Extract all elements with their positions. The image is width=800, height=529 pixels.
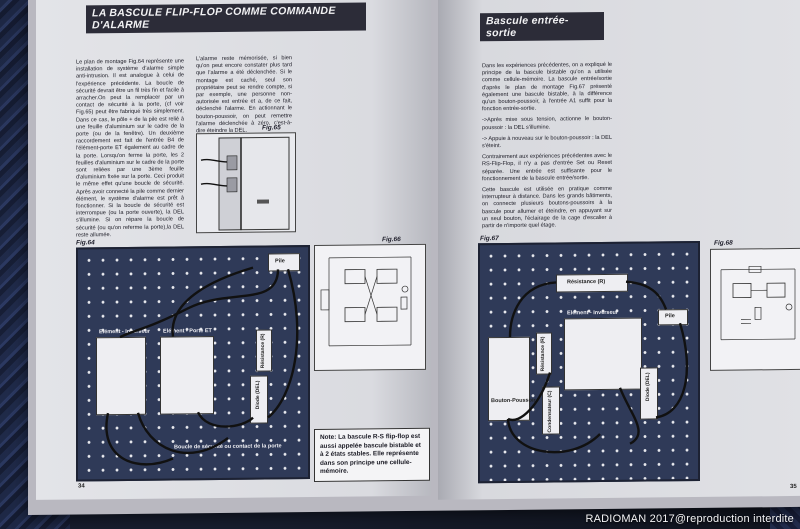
fig67-label: Fig.67 xyxy=(480,235,499,243)
fig65-door-illustration xyxy=(196,132,296,234)
left-page-number: 34 xyxy=(78,483,85,490)
right-paragraph-5: Cette bascule est utilisée en pratique c… xyxy=(482,185,612,230)
fig64-breadboard: Elément - Inverseur Elément - Porte ET R… xyxy=(76,245,310,482)
right-paragraph-4: Contrairement aux expériences précédente… xyxy=(482,153,612,183)
right-page-title: Bascule entrée-sortie xyxy=(480,11,604,42)
right-text-column: Dans les expériences précédentes, on a e… xyxy=(482,62,612,235)
fig66-schematic-drawing xyxy=(320,256,412,347)
open-booklet: LA BASCULE FLIP-FLOP COMME COMMANDE D'AL… xyxy=(28,0,800,516)
fig66-schematic xyxy=(314,243,426,372)
right-paragraph-3: -> Appuie à nouveau sur le bouton-pousso… xyxy=(482,134,612,150)
bistable-note: Note: La bascule R-S flip-flop est aussi… xyxy=(314,427,430,482)
right-page-number: 35 xyxy=(790,483,797,491)
fig68-schematic-drawing xyxy=(720,265,796,341)
fig65-label: Fig.65 xyxy=(262,124,281,132)
right-paragraph-2: ->Après mise sous tension, actionne le b… xyxy=(482,116,612,131)
fig67-wires xyxy=(506,280,689,454)
left-page-title: LA BASCULE FLIP-FLOP COMME COMMANDE D'AL… xyxy=(86,2,366,34)
fig67-breadboard: Résistance (R) Elément - Inverseur Résis… xyxy=(478,240,700,484)
right-page: Bascule entrée-sortie Dans les expérienc… xyxy=(438,0,800,500)
fig68-schematic xyxy=(710,247,800,371)
copyright-watermark: RADIOMAN 2017@reproduction interdite xyxy=(585,513,794,525)
fig66-label: Fig.66 xyxy=(382,236,401,244)
fig64-label: Fig.64 xyxy=(76,239,95,247)
left-text-column-1: Le plan de montage Fig.64 représente une… xyxy=(76,58,184,243)
fig64-wires xyxy=(105,266,299,466)
door-frame-drawing xyxy=(200,136,290,231)
left-page: LA BASCULE FLIP-FLOP COMME COMMANDE D'AL… xyxy=(36,0,431,500)
left-col1-paragraph: Le plan de montage Fig.64 représente une… xyxy=(76,58,184,239)
fig68-label: Fig.68 xyxy=(714,239,733,247)
right-paragraph-1: Dans les expériences précédentes, on a e… xyxy=(482,61,612,113)
